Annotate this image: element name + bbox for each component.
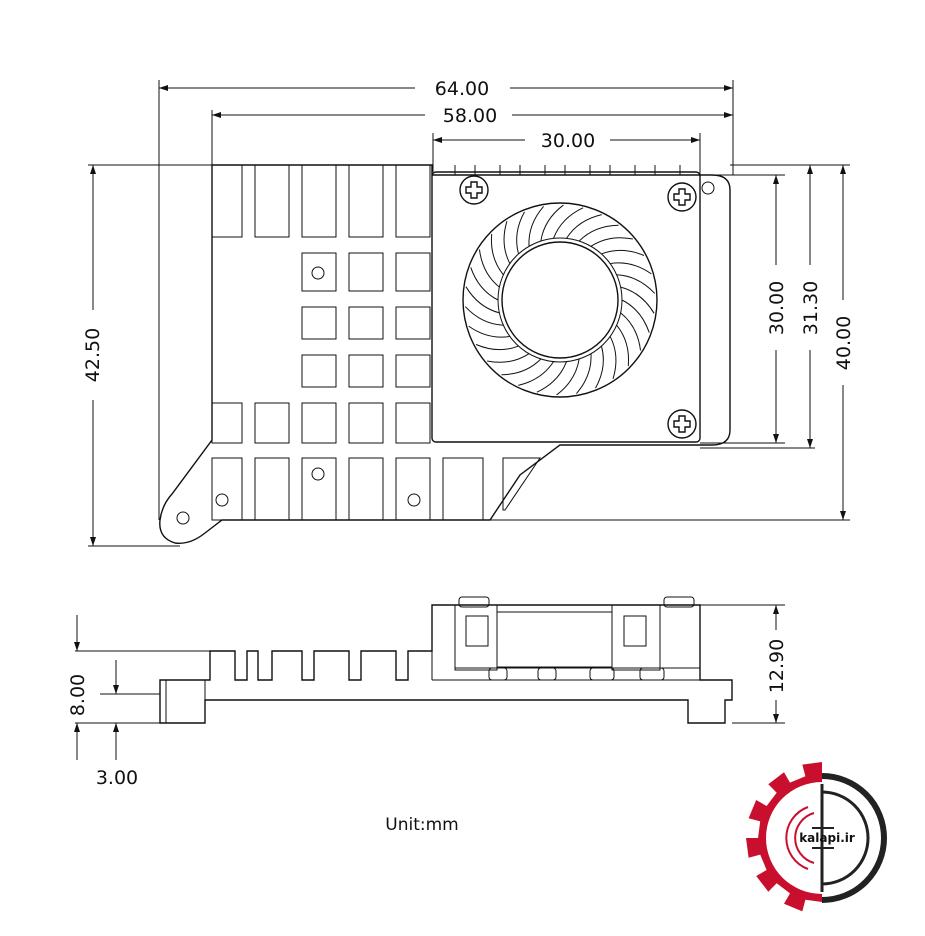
fan-blade [468, 325, 510, 338]
fan-blade [465, 286, 500, 314]
fan-blade [616, 274, 656, 294]
fan-blade [620, 312, 642, 351]
dim-total-thickness: 12.90 [766, 639, 788, 693]
dim-base-thickness: 8.00 [67, 674, 89, 716]
dim-foot-height: 3.00 [96, 767, 138, 789]
screw-icon [459, 175, 489, 205]
fan-blade [470, 267, 499, 301]
fan-screws [459, 175, 697, 439]
screw-icon [667, 409, 697, 439]
fan-blade [490, 233, 504, 276]
fan-blade [556, 358, 580, 396]
fan-blade [478, 249, 500, 288]
side-profile [159, 604, 733, 724]
fan-blade [578, 224, 619, 242]
fan-blade [553, 207, 584, 239]
fan-blade [566, 214, 602, 239]
fan-blade [518, 361, 554, 386]
fan-blade [516, 211, 525, 255]
dim-body-width: 58.00 [443, 105, 497, 127]
gear-icon [746, 762, 822, 912]
fan-blade [528, 206, 544, 247]
fan-blade [609, 336, 617, 379]
dim-fan-height: 30.00 [766, 281, 788, 335]
fan-blade [616, 324, 630, 367]
extension-lines [88, 80, 850, 547]
fan-blade [464, 306, 504, 326]
kalapi-logo: kalapi.ir [746, 762, 887, 912]
fan-blade [610, 262, 652, 275]
fan-blade [601, 249, 645, 256]
fan-blade [620, 286, 655, 314]
dim-fan-width: 30.00 [541, 130, 595, 152]
fan-rotor [462, 202, 658, 398]
fan-blade [590, 237, 633, 247]
fan-blade [503, 221, 511, 264]
fan-blade [501, 358, 542, 376]
dim-fan-block-height: 31.30 [800, 281, 822, 335]
top-view: 64.00 58.00 30.00 42.50 30.00 31.30 40.0… [82, 78, 855, 547]
dim-body-height: 40.00 [833, 316, 855, 370]
screw-icon [667, 182, 697, 212]
logo-text: kalapi.ir [799, 831, 855, 845]
mounting-holes [176, 181, 715, 525]
fan-blade [576, 353, 592, 394]
fan-blade [621, 299, 650, 333]
dim-overall-width: 64.00 [435, 78, 489, 100]
fan-blade [595, 345, 604, 389]
fan-frame [431, 171, 701, 443]
dim-overall-height: 42.50 [82, 328, 104, 382]
fan-blade [536, 361, 567, 393]
side-view: 8.00 3.00 12.90 [67, 596, 788, 789]
top-fins [211, 164, 431, 238]
fan-blade [475, 344, 519, 351]
fan-blade [540, 204, 564, 242]
dimension-lines [90, 85, 846, 546]
fins-behind-fan [454, 165, 701, 175]
heatsink-grid [211, 252, 431, 444]
unit-label: Unit:mm [385, 815, 458, 835]
fan-blade [487, 353, 530, 363]
heatsink-outline [159, 164, 731, 544]
bottom-fins [211, 457, 541, 521]
